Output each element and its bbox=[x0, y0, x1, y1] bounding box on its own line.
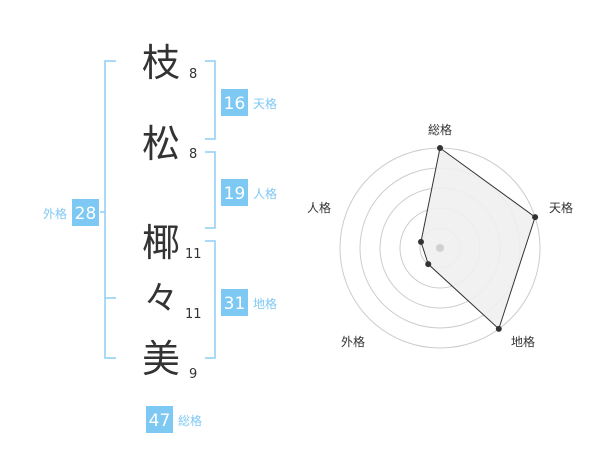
name-char-5: 美 bbox=[142, 337, 180, 381]
radar-chart bbox=[339, 145, 541, 349]
name-char-4: 々 bbox=[144, 279, 178, 319]
tenkaku-bracket bbox=[205, 60, 216, 140]
jinkaku-badge bbox=[221, 179, 248, 206]
stroke-count-1: 8 bbox=[189, 67, 197, 82]
radar-polygon bbox=[420, 147, 536, 330]
tenkaku-label: 天格 bbox=[253, 96, 277, 111]
jinkaku-value: 19 bbox=[224, 184, 246, 204]
radar-point-soukaku bbox=[437, 145, 443, 151]
gaikaku-value: 28 bbox=[75, 204, 97, 224]
radar-label-tenkaku: 天格 bbox=[549, 200, 573, 215]
soukaku-label: 総格 bbox=[178, 413, 202, 428]
tenkaku-badge bbox=[221, 89, 248, 116]
radar-label-jinkaku: 人格 bbox=[307, 200, 331, 215]
gaikaku-badge bbox=[72, 199, 99, 226]
chikaku-bracket bbox=[205, 240, 216, 359]
stroke-count-3: 11 bbox=[185, 247, 202, 262]
soukaku-badge bbox=[146, 406, 173, 433]
radar-label-gaikaku: 外格 bbox=[341, 334, 365, 349]
tenkaku-value: 16 bbox=[224, 94, 246, 114]
name-char-2: 松 bbox=[142, 122, 180, 166]
jinkaku-label: 人格 bbox=[253, 186, 277, 201]
name-char-3: 椰 bbox=[142, 221, 180, 265]
chikaku-value: 31 bbox=[224, 294, 246, 314]
radar-point-jinkaku bbox=[417, 238, 424, 245]
gaikaku-label: 外格 bbox=[43, 206, 67, 221]
radar-label-chikaku: 地格 bbox=[511, 334, 535, 349]
jinkaku-bracket bbox=[205, 151, 216, 229]
stroke-count-4: 11 bbox=[185, 307, 202, 322]
stroke-count-5: 9 bbox=[189, 367, 197, 382]
radar-point-gaikaku bbox=[425, 261, 432, 268]
radar-point-chikaku bbox=[495, 325, 502, 332]
gaikaku-bracket bbox=[100, 60, 116, 359]
chikaku-badge bbox=[221, 289, 248, 316]
name-char-1: 枝 bbox=[142, 41, 180, 85]
radar-center-dot bbox=[436, 244, 444, 252]
radar-point-tenkaku bbox=[532, 214, 539, 221]
stroke-count-2: 8 bbox=[189, 147, 197, 162]
chikaku-label: 地格 bbox=[253, 296, 277, 311]
radar-label-soukaku: 総格 bbox=[428, 122, 452, 137]
soukaku-value: 47 bbox=[149, 411, 171, 431]
